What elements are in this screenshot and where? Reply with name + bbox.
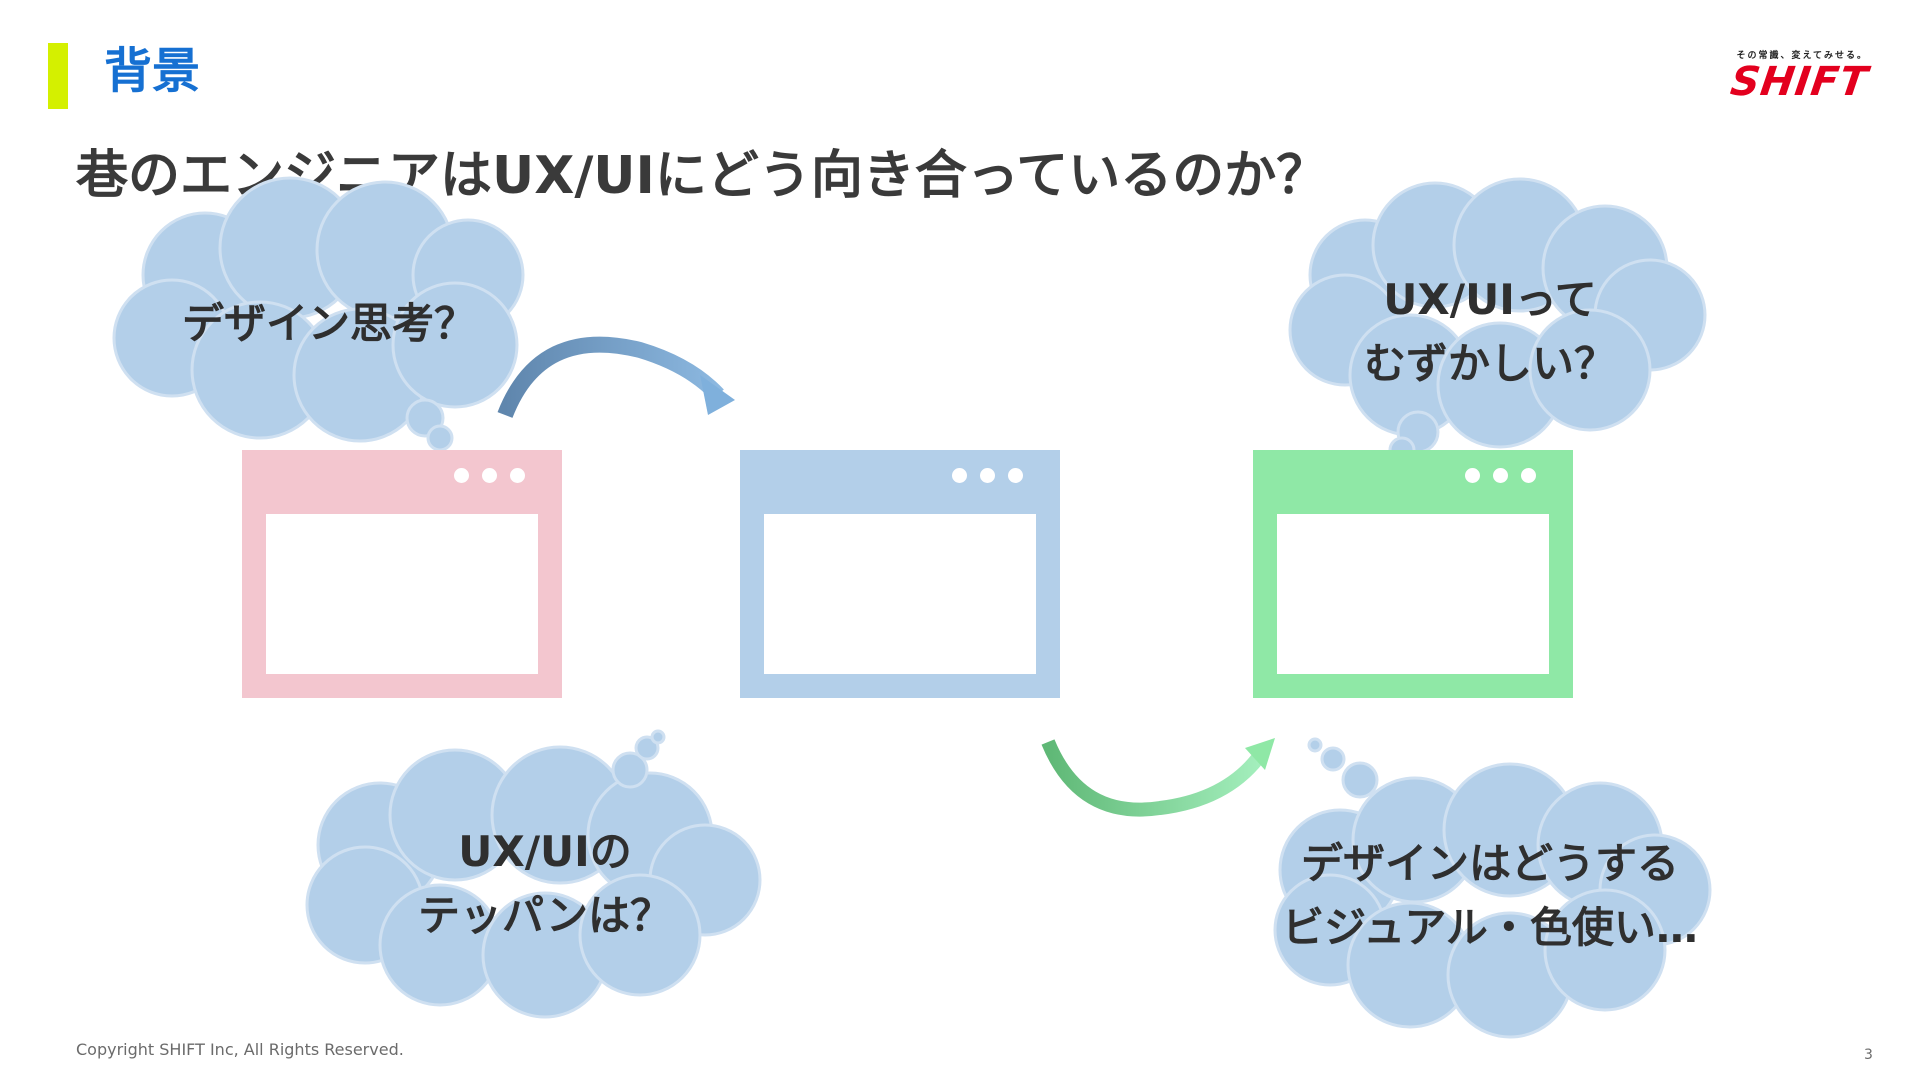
page-number: 3 — [1864, 1047, 1873, 1063]
curved-arrow-right-icon — [497, 336, 735, 419]
cloud-text-bottom-left-line1: UX/UIの — [458, 827, 632, 876]
company-logo: その常識、変えてみせる。 SHIFT — [1698, 48, 1871, 105]
browser-window-green — [1253, 450, 1573, 698]
window-dot-icon — [1493, 468, 1508, 483]
browser-window-pink — [242, 450, 562, 698]
window-screen — [764, 514, 1036, 674]
browser-window-blue — [740, 450, 1060, 698]
cloud-text-bottom-right-line2: ビジュアル・色使い… — [1282, 903, 1698, 952]
window-screen — [1277, 514, 1549, 674]
window-dot-icon — [1521, 468, 1536, 483]
curved-arrow-up-icon — [1041, 738, 1275, 817]
cloud-text-bottom-left-line2: テッパンは？ — [417, 891, 673, 940]
thought-cloud-bottom-right — [1273, 737, 1712, 1039]
cloud-text-top-right-line2: むずかしい？ — [1363, 339, 1616, 388]
window-dot-icon — [1008, 468, 1023, 483]
window-dot-icon — [952, 468, 967, 483]
window-dot-icon — [454, 468, 469, 483]
section-accent-bar — [48, 43, 68, 109]
logo-tagline: その常識、変えてみせる。 — [1736, 51, 1868, 61]
window-screen — [266, 514, 538, 674]
cloud-text-top-right-line1: UX/UIって — [1383, 275, 1597, 324]
window-dot-icon — [1465, 468, 1480, 483]
section-title: 背景 — [104, 43, 201, 99]
copyright-footer: Copyright SHIFT Inc, All Rights Reserved… — [76, 1040, 404, 1059]
thought-cloud-top-left — [112, 176, 525, 452]
window-dot-icon — [980, 468, 995, 483]
cloud-text-bottom-right-line1: デザインはどうする — [1300, 839, 1679, 888]
cloud-text-top-left: デザイン思考？ — [182, 299, 477, 348]
window-dot-icon — [482, 468, 497, 483]
thought-cloud-top-right — [1288, 177, 1707, 464]
window-dot-icon — [510, 468, 525, 483]
thought-cloud-bottom-left — [305, 729, 762, 1019]
